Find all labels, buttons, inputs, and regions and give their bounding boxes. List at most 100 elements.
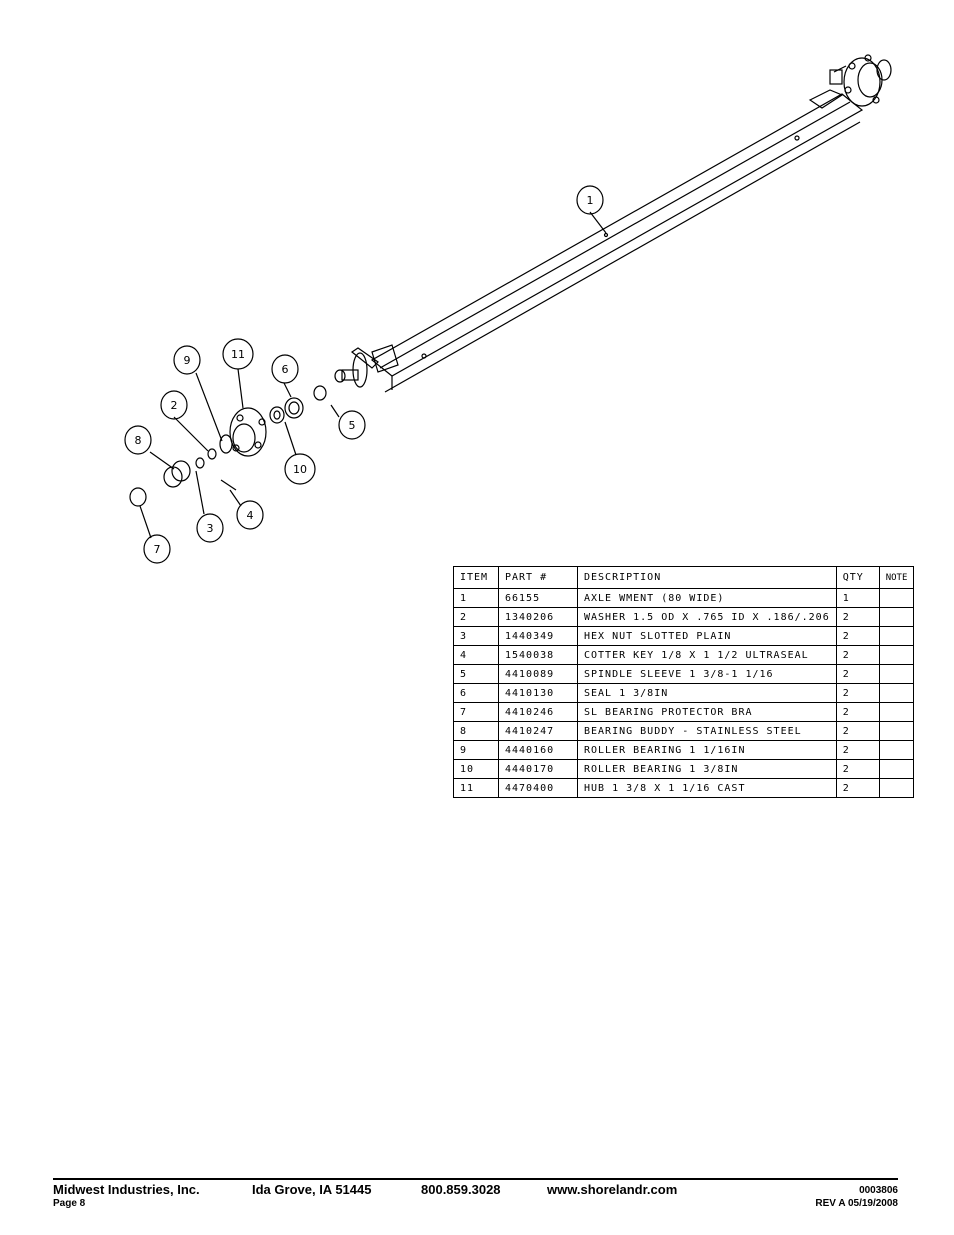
cell-qty: 2 <box>835 721 880 741</box>
cell-note <box>878 664 915 684</box>
cell-qty: 2 <box>835 740 880 760</box>
cell-note <box>878 778 915 798</box>
cell-note <box>878 721 915 741</box>
footer-doc-number: 0003806 <box>859 1185 898 1196</box>
cell-part: 4440160 <box>498 740 578 760</box>
cell-description: ROLLER BEARING 1 1/16IN <box>577 740 837 760</box>
cell-note <box>878 759 915 779</box>
header-qty: QTY <box>835 566 880 589</box>
cell-item: 7 <box>453 702 499 722</box>
cell-part: 4410130 <box>498 683 578 703</box>
footer-website: www.shorelandr.com <box>547 1182 678 1197</box>
header-note: NOTE <box>878 566 915 589</box>
footer-company: Midwest Industries, Inc. <box>53 1182 200 1197</box>
cell-qty: 2 <box>835 664 880 684</box>
cell-note <box>878 740 915 760</box>
cell-description: HEX NUT SLOTTED PLAIN <box>577 626 837 646</box>
cell-note <box>878 645 915 665</box>
callout-4: 4 <box>247 509 254 522</box>
cell-note <box>878 607 915 627</box>
callout-6: 6 <box>282 363 289 376</box>
footer-page: Page 8 <box>53 1198 86 1209</box>
callout-2: 2 <box>171 399 178 412</box>
callout-8: 8 <box>135 434 142 447</box>
cell-qty: 2 <box>835 759 880 779</box>
cell-item: 6 <box>453 683 499 703</box>
axle-tube <box>370 93 864 393</box>
header-description: DESCRIPTION <box>577 566 837 589</box>
cell-item: 10 <box>453 759 499 779</box>
callout-10: 10 <box>293 463 307 476</box>
cell-description: BEARING BUDDY - STAINLESS STEEL <box>577 721 837 741</box>
cell-item: 2 <box>453 607 499 627</box>
cell-qty: 2 <box>835 645 880 665</box>
left-spindle <box>334 344 399 388</box>
callout-5: 5 <box>349 419 356 432</box>
cell-item: 3 <box>453 626 499 646</box>
cell-item: 11 <box>453 778 499 798</box>
table-header-row: ITEM PART # DESCRIPTION QTY NOTE <box>453 566 915 589</box>
cell-description: COTTER KEY 1/8 X 1 1/2 ULTRASEAL <box>577 645 837 665</box>
cell-note <box>878 588 915 608</box>
callout-1: 1 <box>587 194 594 207</box>
cell-part: 4410246 <box>498 702 578 722</box>
cell-part: 4470400 <box>498 778 578 798</box>
cell-part: 1540038 <box>498 645 578 665</box>
cell-item: 5 <box>453 664 499 684</box>
cell-part: 1340206 <box>498 607 578 627</box>
callout-3: 3 <box>207 522 214 535</box>
cell-description: SPINDLE SLEEVE 1 3/8-1 1/16 <box>577 664 837 684</box>
callout-9: 9 <box>184 354 191 367</box>
cell-note <box>878 702 915 722</box>
cell-item: 9 <box>453 740 499 760</box>
cell-description: ROLLER BEARING 1 3/8IN <box>577 759 837 779</box>
callout-11: 11 <box>231 348 245 361</box>
exploded-axle-drawing: 1 2 3 4 5 6 7 8 9 11 10 <box>124 54 892 564</box>
cell-part: 1440349 <box>498 626 578 646</box>
cell-note <box>878 683 915 703</box>
footer-rule <box>53 1178 898 1180</box>
callout-circles <box>124 185 604 564</box>
header-part: PART # <box>498 566 578 589</box>
cell-qty: 2 <box>835 702 880 722</box>
cell-description: AXLE WMENT (80 WIDE) <box>577 588 837 608</box>
header-item: ITEM <box>453 566 499 589</box>
cell-qty: 2 <box>835 607 880 627</box>
cell-qty: 2 <box>835 683 880 703</box>
cell-part: 66155 <box>498 588 578 608</box>
callout-7: 7 <box>154 543 161 556</box>
cell-description: WASHER 1.5 OD X .765 ID X .186/.206 <box>577 607 837 627</box>
cell-item: 8 <box>453 721 499 741</box>
cell-qty: 2 <box>835 626 880 646</box>
cell-part: 4440170 <box>498 759 578 779</box>
footer-revision: REV A 05/19/2008 <box>815 1198 898 1209</box>
cell-qty: 1 <box>835 588 880 608</box>
cell-description: HUB 1 3/8 X 1 1/16 CAST <box>577 778 837 798</box>
cell-item: 4 <box>453 645 499 665</box>
footer-location: Ida Grove, IA 51445 <box>252 1182 372 1197</box>
footer-phone: 800.859.3028 <box>421 1182 501 1197</box>
right-hub <box>808 54 892 109</box>
cell-qty: 2 <box>835 778 880 798</box>
leader-lines <box>139 211 607 539</box>
cell-item: 1 <box>453 588 499 608</box>
cell-part: 4410247 <box>498 721 578 741</box>
cell-part: 4410089 <box>498 664 578 684</box>
exploded-parts <box>129 385 327 507</box>
cell-description: SL BEARING PROTECTOR BRA <box>577 702 837 722</box>
cell-description: SEAL 1 3/8IN <box>577 683 837 703</box>
cell-note <box>878 626 915 646</box>
